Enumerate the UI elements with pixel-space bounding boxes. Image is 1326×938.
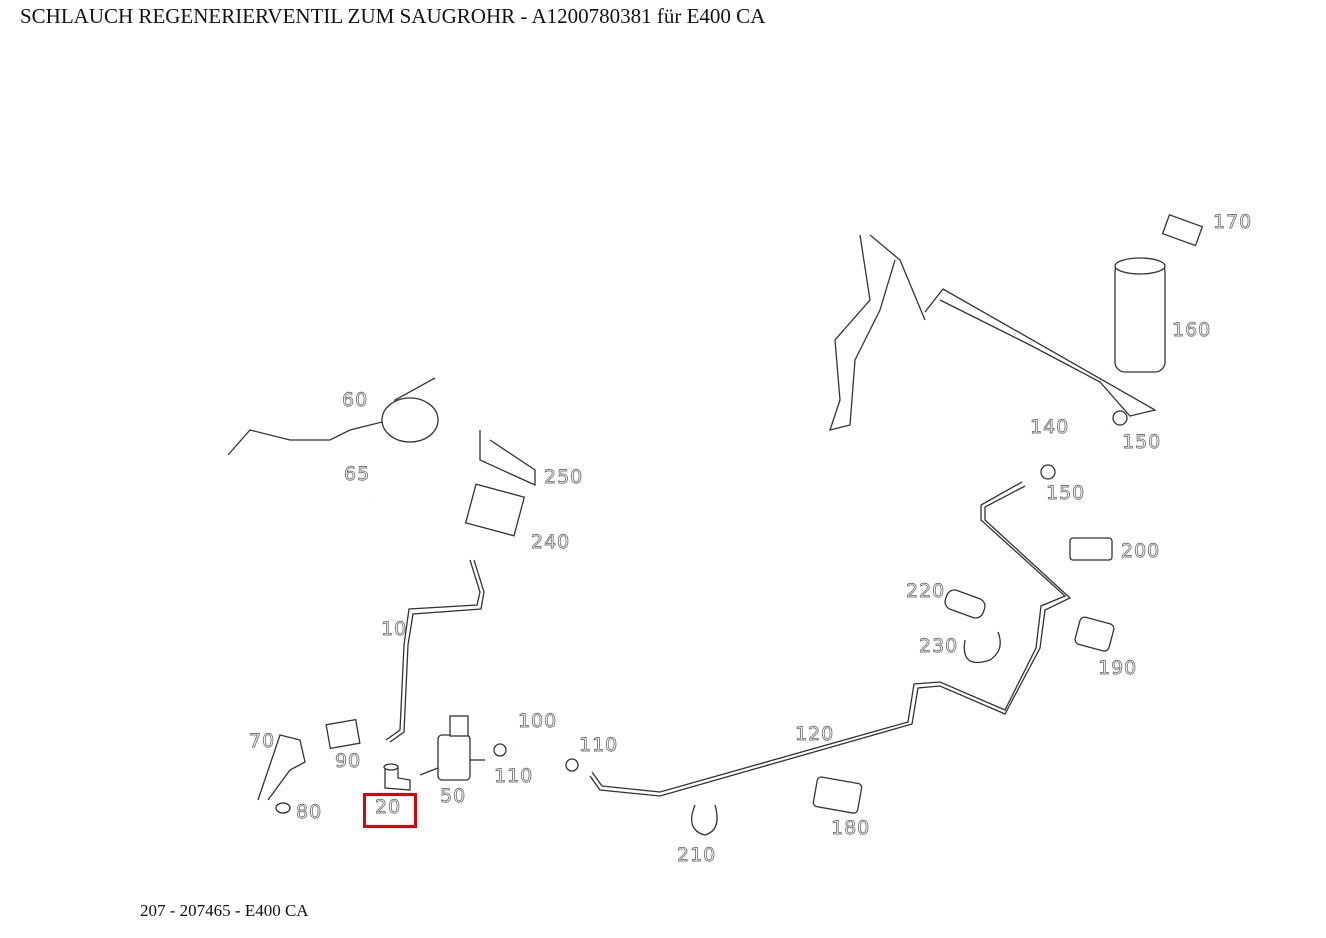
tank-line (924, 288, 1157, 417)
callout-160[interactable]: 160 (1172, 319, 1212, 342)
part-180 (812, 776, 863, 814)
callout-120[interactable]: 120 (795, 723, 835, 746)
callout-60[interactable]: 60 (342, 389, 369, 412)
callout-10[interactable]: 10 (381, 618, 408, 641)
callout-190[interactable]: 190 (1098, 657, 1138, 680)
callout-180[interactable]: 180 (831, 817, 871, 840)
callout-210[interactable]: 210 (677, 844, 717, 867)
callout-65[interactable]: 65 (344, 463, 371, 486)
callout-50[interactable]: 50 (440, 785, 467, 808)
callout-100[interactable]: 100 (518, 710, 558, 733)
part-10-tube (389, 559, 485, 743)
part-200 (1069, 537, 1113, 561)
callout-170[interactable]: 170 (1213, 211, 1253, 234)
callout-90[interactable]: 90 (335, 750, 362, 773)
callout-70[interactable]: 70 (249, 730, 276, 753)
part-240 (464, 483, 526, 537)
highlight-box (363, 793, 417, 828)
filler-neck (829, 234, 896, 431)
callout-110[interactable]: 110 (494, 765, 534, 788)
part-80-washer (275, 802, 291, 814)
part-70-bracket (257, 734, 306, 801)
callout-110[interactable]: 110 (579, 734, 619, 757)
part-160-canister (1114, 261, 1166, 373)
part-110-clamp (565, 758, 579, 772)
callout-220[interactable]: 220 (906, 580, 946, 603)
part-110-clamp (493, 743, 507, 757)
callout-150[interactable]: 150 (1122, 431, 1162, 454)
callout-140[interactable]: 140 (1030, 416, 1070, 439)
callout-240[interactable]: 240 (531, 531, 571, 554)
part-250 (479, 430, 536, 487)
part-170 (1161, 213, 1204, 247)
callout-250[interactable]: 250 (544, 466, 584, 489)
part-90 (325, 718, 361, 750)
footer-model-code: 207 - 207465 - E400 CA (140, 901, 309, 920)
part-20-elbow (384, 767, 411, 791)
page-title: SCHLAUCH REGENERIERVENTIL ZUM SAUGROHR -… (20, 4, 766, 28)
part-50-valve (437, 734, 471, 781)
part-190 (1074, 616, 1115, 652)
callout-230[interactable]: 230 (919, 635, 959, 658)
part-220 (944, 589, 986, 619)
callout-150[interactable]: 150 (1046, 482, 1086, 505)
part-120-line (589, 485, 1072, 797)
callout-80[interactable]: 80 (296, 801, 323, 824)
part-150-clamp (1112, 410, 1128, 426)
part-230-clip (963, 631, 1001, 664)
part-150-clamp (1040, 464, 1056, 480)
callout-200[interactable]: 200 (1121, 540, 1161, 563)
part-210-clip (691, 804, 718, 836)
callout-20[interactable]: 20 (375, 796, 402, 819)
